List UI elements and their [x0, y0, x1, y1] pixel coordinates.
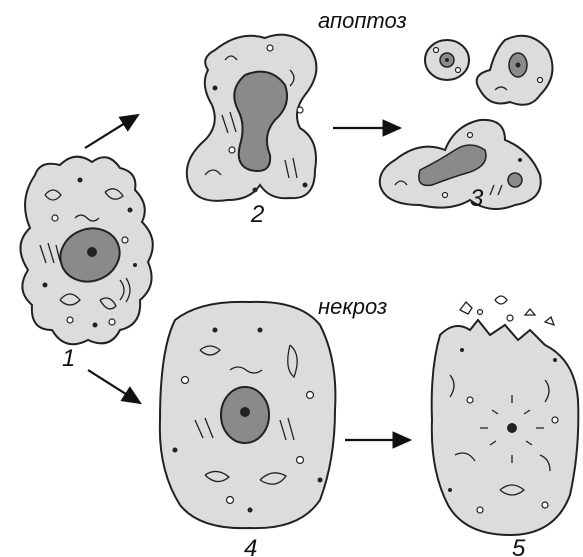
stage-label-5: 5 — [512, 535, 526, 557]
apoptotic-cell-blebbing — [187, 35, 317, 201]
apoptotic-body — [380, 120, 541, 209]
stage-label-3: 3 — [470, 185, 484, 212]
heading-apoptosis: апоптоз — [318, 8, 407, 33]
arrow-to-apoptosis — [85, 115, 138, 148]
nucleus-fragment — [508, 173, 522, 187]
normal-cell — [20, 157, 152, 345]
stage-label-4: 4 — [244, 535, 257, 557]
arrow-to-necrosis — [88, 370, 140, 403]
necrotic-cell-swelling — [160, 302, 336, 528]
ruptured-membrane — [432, 320, 579, 535]
apoptotic-body — [425, 40, 469, 80]
stage-label-1: 1 — [62, 345, 75, 372]
stage-label-2: 2 — [250, 201, 264, 228]
heading-necrosis: некроз — [318, 294, 387, 319]
necrotic-cell-ruptured — [432, 296, 579, 535]
nucleolus — [87, 247, 97, 257]
apoptotic-body — [477, 36, 553, 105]
nucleolus — [240, 407, 250, 417]
cell-debris — [460, 296, 554, 325]
apoptotic-bodies — [380, 36, 553, 209]
